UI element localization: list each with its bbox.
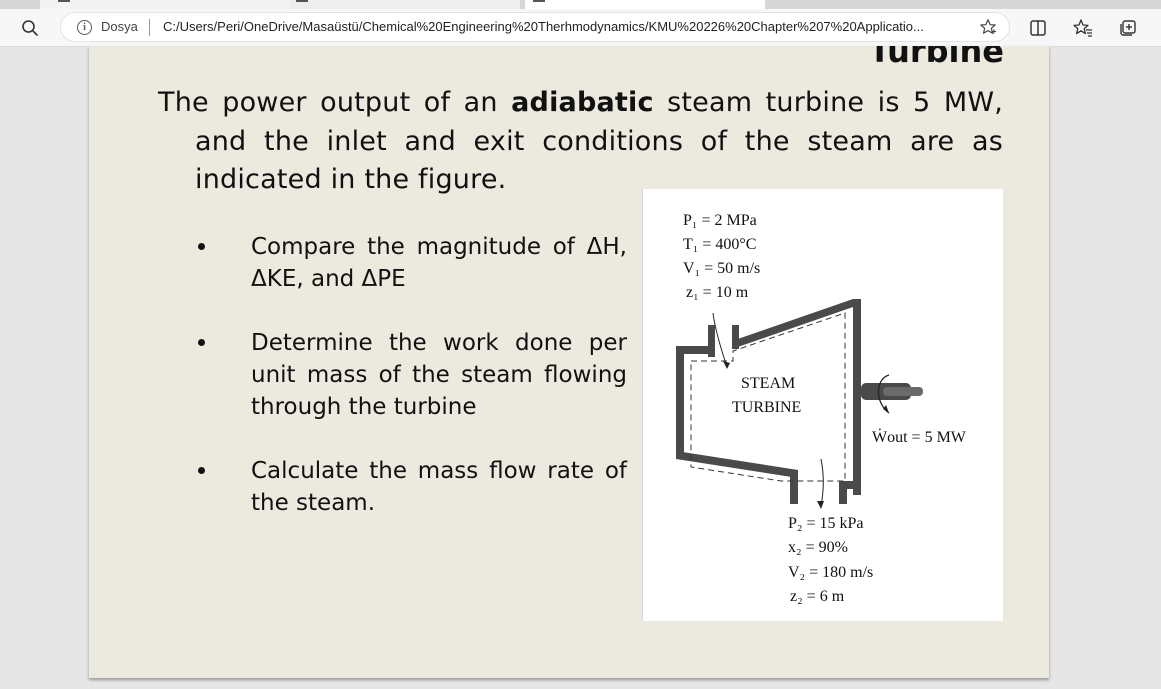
address-separator xyxy=(149,19,150,36)
tab-1[interactable] xyxy=(40,0,290,9)
intro-bold: adiabatic xyxy=(511,87,654,118)
bullet-dot xyxy=(198,467,205,474)
url-text[interactable]: C:/Users/Peri/OneDrive/Masaüstü/Chemical… xyxy=(163,19,924,34)
tab-2[interactable] xyxy=(290,0,520,9)
bullet-dot xyxy=(198,243,205,250)
tab-icon xyxy=(296,0,308,2)
turbine-label-steam: STEAM xyxy=(741,375,796,392)
collections-icon[interactable] xyxy=(1118,18,1138,38)
outlet-elevation: z₂ = 6 m xyxy=(790,588,845,605)
tab-icon xyxy=(58,0,70,2)
inlet-elevation: z₁ = 10 m xyxy=(686,284,749,301)
tab-icon xyxy=(533,0,545,2)
scheme-label: Dosya xyxy=(101,19,138,34)
inlet-velocity: V₁ = 50 m/s xyxy=(683,260,761,277)
search-icon[interactable] xyxy=(20,18,40,38)
bullet-dot xyxy=(198,339,205,346)
favorite-star-icon[interactable] xyxy=(979,18,997,36)
intro-part1: The power output of an xyxy=(158,87,512,118)
outlet-velocity: V₂ = 180 m/s xyxy=(788,564,874,581)
favorites-icon[interactable] xyxy=(1073,18,1093,38)
bullet-text: Determine the work done per unit mass of… xyxy=(251,330,627,420)
inlet-temperature: T₁ = 400°C xyxy=(683,236,757,253)
turbine-label-turbine: TURBINE xyxy=(732,399,802,416)
info-icon[interactable]: i xyxy=(77,20,92,35)
tab-strip xyxy=(0,0,1161,9)
tab-active[interactable] xyxy=(525,0,765,9)
slide: Turbine The power output of an adiabatic… xyxy=(89,46,1049,678)
browser-toolbar: i Dosya C:/Users/Peri/OneDrive/Masaüstü/… xyxy=(0,9,1161,47)
slide-title: Turbine xyxy=(868,46,1004,70)
address-bar[interactable]: i Dosya C:/Users/Peri/OneDrive/Masaüstü/… xyxy=(60,12,1010,42)
inlet-pressure: P₁ = 2 MPa xyxy=(683,212,757,229)
outlet-quality: x₂ = 90% xyxy=(788,539,848,556)
problem-statement: The power output of an adiabatic steam t… xyxy=(158,84,1003,200)
turbine-figure: P₁ = 2 MPa T₁ = 400°C V₁ = 50 m/s z₁ = 1… xyxy=(642,189,1003,621)
bullet-text: Calculate the mass flow rate of the stea… xyxy=(251,458,627,516)
intro-part2: steam turbine is 5 MW, and the inlet and… xyxy=(195,87,1004,195)
bullet-text: Compare the magnitude of ΔH, ΔKE, and ΔP… xyxy=(251,234,627,292)
work-output: Ẇout = 5 MW xyxy=(872,429,966,446)
outlet-pressure: P₂ = 15 kPa xyxy=(788,515,864,532)
split-screen-icon[interactable] xyxy=(1028,18,1048,38)
turbine-diagram xyxy=(676,299,923,509)
